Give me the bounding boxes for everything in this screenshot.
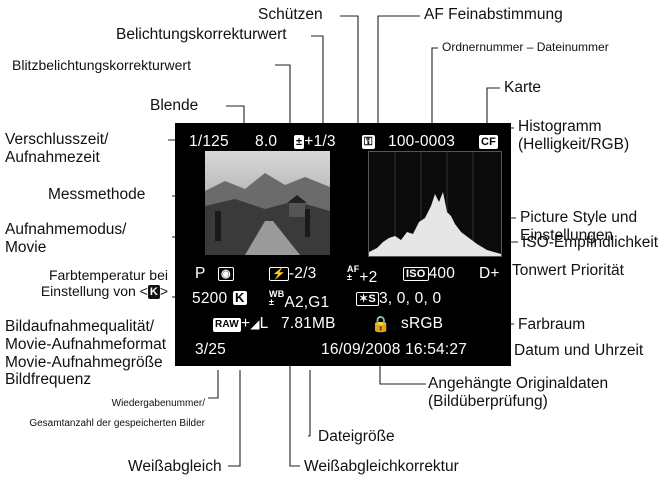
label-wiedergabenummer: Wiedergabenummer/ Gesamtanzahl der gespe… (5, 398, 205, 429)
photo-thumbnail (205, 151, 330, 255)
aperture-value: 8.0 (255, 133, 277, 151)
label-ordnernummer: Ordnernummer – Dateinummer (442, 41, 609, 55)
flash-compensation-icon: ⚡ (269, 267, 289, 281)
shooting-mode: P (195, 265, 206, 283)
label-farbtemperatur: Farbtemperatur bei Einstellung von <K> (5, 267, 168, 299)
label-af-feinabstimmung: AF Feinabstimmung (424, 6, 563, 24)
label-dateigroesse: Dateigröße (318, 428, 395, 446)
kelvin-icon: K (148, 285, 160, 299)
flash-comp-value: -2/3 (289, 265, 317, 282)
label-tonwert: Tonwert Priorität (512, 262, 624, 280)
card-icon: CF (479, 133, 498, 151)
label-verschlusszeit: Verschlusszeit/Aufnahmezeit (5, 131, 108, 167)
date-time: 16/09/2008 16:54:27 (321, 341, 467, 359)
tone-priority: D+ (479, 265, 500, 283)
label-schuetzen: Schützen (258, 6, 323, 24)
lock-icon: 🔒 (371, 315, 391, 334)
label-iso: ISO-Empfindlichkeit (522, 234, 658, 252)
label-weissabgleichkorrektur: Weißabgleichkorrektur (304, 458, 459, 476)
label-blitzbelichtung: Blitzbelichtungskorrekturwert (12, 57, 191, 73)
histogram (368, 151, 502, 257)
label-weissabgleich: Weißabgleich (128, 458, 222, 476)
wb-shift-value: A2,G1 (284, 294, 329, 311)
raw-icon: RAW (213, 318, 241, 332)
jpeg-size: L (260, 315, 269, 332)
kelvin-icon: K (233, 290, 247, 308)
af-finetune: AF±+2 (347, 265, 377, 287)
iso-value: 400 (429, 265, 455, 282)
label-blende: Blende (150, 97, 198, 115)
label-farbraum: Farbraum (518, 316, 585, 334)
label-karte: Karte (504, 79, 541, 97)
exposure-compensation: ±+1/3 (294, 133, 336, 151)
label-messmethode: Messmethode (48, 186, 145, 204)
picture-style-icon: ✶S (356, 292, 379, 306)
iso-icon: ISO (403, 267, 429, 281)
label-bildqualitaet: Bildaufnahmequalität/ Movie-Aufnahmeform… (5, 318, 166, 389)
label-datum: Datum und Uhrzeit (514, 342, 643, 360)
jpeg-fine-icon: ◢ (250, 317, 259, 331)
label-originaldaten: Angehängte Originaldaten(Bildüberprüfung… (428, 375, 608, 411)
image-quality: RAW+◢L (213, 315, 268, 333)
camera-info-screen: 1/125 8.0 ±+1/3 ⚿ 100-0003 CF (175, 123, 511, 366)
quality-plus: + (241, 315, 250, 332)
folder-file-number: 100-0003 (388, 133, 455, 151)
exposure-compensation-icon: ± (294, 135, 304, 149)
label-belichtungskorrekturwert: Belichtungskorrekturwert (116, 26, 287, 44)
color-space: sRGB (401, 315, 443, 333)
key-icon: ⚿ (362, 133, 375, 151)
wb-shift: WB±A2,G1 (269, 290, 329, 312)
evaluative-metering-icon: ◉ (218, 265, 234, 283)
file-size: 7.81MB (281, 315, 336, 333)
af-finetune-value: +2 (359, 269, 377, 286)
af-finetune-icon: AF± (347, 265, 359, 281)
playback-number: 3/25 (195, 341, 226, 359)
wb-shift-icon: WB± (269, 290, 284, 306)
label-aufnahmemodus: Aufnahmemodus/Movie (5, 221, 127, 257)
shutter-value: 1/125 (189, 133, 229, 151)
color-temperature: 5200 (192, 290, 227, 308)
picture-style-value: 3, 0, 0, 0 (379, 290, 441, 307)
label-histogramm: Histogramm(Helligkeit/RGB) (518, 118, 629, 154)
flash-compensation: ⚡-2/3 (269, 265, 316, 283)
exposure-comp-value: +1/3 (304, 133, 335, 150)
